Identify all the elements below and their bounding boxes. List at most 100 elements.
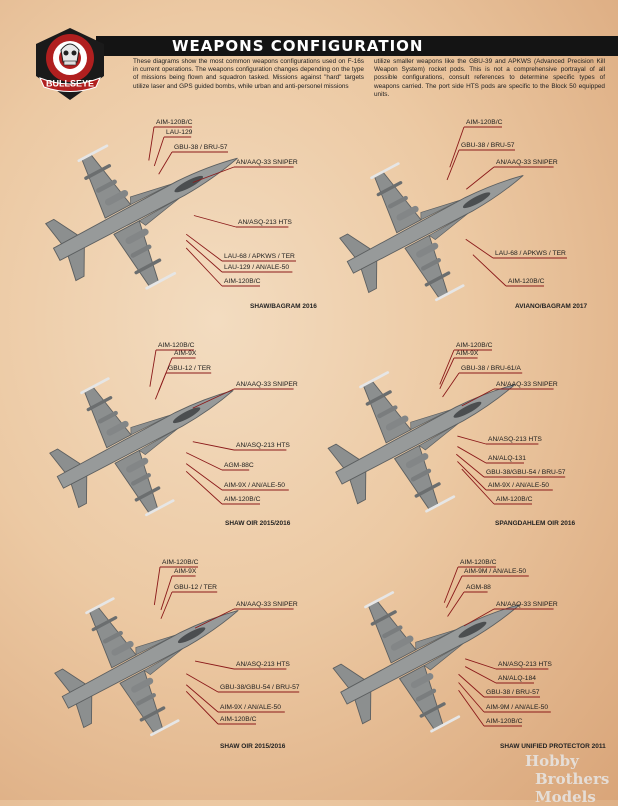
- weapon-label: LAU-129 / AN/ALE-50: [224, 264, 290, 271]
- weapon-label: AN/AAQ-33 SNIPER: [496, 381, 558, 388]
- weapon-label: AIM-9X: [174, 350, 197, 357]
- leader-line: [461, 388, 495, 407]
- weapon-label: GBU-38 / BRU-57: [174, 144, 228, 151]
- weapon-label: AIM-9X / AN/ALE-50: [488, 482, 549, 489]
- leader-line: [186, 452, 223, 471]
- leader-line: [458, 689, 485, 727]
- weapon-label: AIM-120B/C: [224, 496, 261, 503]
- leader-line: [185, 233, 223, 262]
- weapon-label: GBU-12 / TER: [174, 584, 217, 591]
- weapon-label: AN/AAQ-33 SNIPER: [496, 159, 558, 166]
- leader-line: [458, 682, 485, 713]
- logo-text: BULLSEYE: [46, 79, 94, 89]
- weapon-label: AN/AAQ-33 SNIPER: [236, 381, 298, 388]
- weapon-label: AIM-9M / AN/ALE-50: [486, 704, 549, 711]
- leader-line: [456, 453, 485, 478]
- leader-line: [186, 673, 219, 693]
- weapon-label: AIM-120B/C: [460, 559, 497, 566]
- leader-line: [192, 388, 235, 409]
- weapon-label: AIM-120B/C: [158, 342, 195, 349]
- leader-line: [185, 691, 219, 725]
- leader-line: [149, 349, 157, 387]
- weapon-label: GBU-38 / BRU-61/A: [461, 365, 521, 372]
- leader-line: [185, 471, 223, 505]
- leader-line: [192, 166, 235, 183]
- weapon-label: AIM-120B/C: [466, 119, 503, 126]
- leader-line: [194, 608, 235, 629]
- leader-line: [457, 435, 487, 445]
- leader-line: [185, 239, 223, 273]
- diagram-caption: SPANGDAHLEM OIR 2016: [495, 520, 576, 527]
- header-bar: [96, 36, 618, 56]
- intro-column-2: utilize smaller weapons like the GBU-39 …: [374, 58, 605, 98]
- diagram-caption: SHAW OIR 2015/2016: [225, 520, 291, 527]
- leader-line: [439, 357, 455, 389]
- watermark-line-1: Hobby: [525, 752, 579, 770]
- leader-line: [446, 575, 463, 608]
- weapon-label: AN/ASQ-213 HTS: [238, 219, 292, 226]
- diagram-caption: AVIANO/BAGRAM 2017: [515, 303, 588, 310]
- weapon-label: GBU-38/GBU-54 / BRU-57: [486, 469, 566, 476]
- leader-line: [446, 149, 460, 181]
- leader-line: [185, 463, 223, 491]
- weapon-label: GBU-38/GBU-54 / BRU-57: [220, 684, 300, 691]
- diagram-caption: SHAW/BAGRAM 2016: [250, 303, 317, 310]
- weapon-label: AN/ASQ-213 HTS: [488, 436, 542, 443]
- weapon-label: AIM-9X / AN/ALE-50: [220, 704, 281, 711]
- leader-line: [160, 591, 173, 619]
- leader-line: [439, 349, 455, 385]
- leader-line: [153, 136, 165, 167]
- leader-line: [185, 684, 219, 713]
- weapon-label: AIM-120B/C: [486, 718, 523, 725]
- weapon-label: AN/ALQ-184: [498, 675, 536, 682]
- weapon-label: AN/ALQ-131: [488, 455, 526, 462]
- leader-line: [457, 446, 487, 464]
- weapon-label: AIM-120B/C: [224, 278, 261, 285]
- intro-text: These diagrams show the most common weap…: [133, 58, 605, 99]
- leader-line: [158, 151, 173, 175]
- bullseye-logo: BULLSEYE: [36, 28, 104, 100]
- weapon-label: GBU-12 / TER: [168, 365, 211, 372]
- leader-line: [464, 666, 497, 684]
- weapon-label: AN/ASQ-213 HTS: [236, 442, 290, 449]
- weapon-label: AIM-9M / AN/ALE-50: [464, 568, 527, 575]
- weapon-label: AN/AAQ-33 SNIPER: [236, 159, 298, 166]
- weapon-label: AGM-88: [466, 584, 491, 591]
- leader-line: [148, 126, 155, 161]
- leader-line: [193, 215, 237, 228]
- leader-line: [472, 254, 507, 287]
- leader-line: [465, 658, 497, 670]
- leader-line: [443, 566, 459, 603]
- weapon-label: AIM-120B/C: [508, 278, 545, 285]
- leader-line: [185, 247, 223, 287]
- leader-line: [449, 126, 465, 168]
- leader-line: [192, 441, 235, 451]
- weapon-label: AIM-9X: [456, 350, 479, 357]
- weapon-label: AIM-120B/C: [456, 342, 493, 349]
- weapon-label: GBU-38 / BRU-57: [486, 689, 540, 696]
- leader-line: [442, 372, 460, 398]
- page-title: WEAPONS CONFIGURATION: [172, 37, 424, 55]
- weapon-label: LAU-68 / APKWS / TER: [495, 250, 566, 257]
- weapon-label: LAU-129: [166, 129, 193, 136]
- weapon-label: AIM-9X / AN/ALE-50: [224, 482, 285, 489]
- weapon-label: LAU-68 / APKWS / TER: [224, 253, 295, 260]
- leader-line: [458, 673, 485, 698]
- weapon-label: AN/AAQ-33 SNIPER: [496, 601, 558, 608]
- leader-line: [463, 608, 495, 627]
- weapon-label: AIM-120B/C: [156, 119, 193, 126]
- weapon-label: AIM-120B/C: [220, 716, 257, 723]
- watermark: Hobby Brothers Models: [525, 752, 615, 806]
- leader-line: [466, 166, 495, 190]
- weapon-label: AIM-9X: [174, 568, 197, 575]
- leader-line: [153, 566, 161, 606]
- leader-line: [160, 575, 173, 611]
- leader-line: [447, 591, 465, 617]
- weapon-label: AN/ASQ-213 HTS: [498, 661, 552, 668]
- weapon-label: GBU-38 / BRU-57: [461, 142, 515, 149]
- intro-column-1: These diagrams show the most common weap…: [133, 58, 364, 90]
- diagram-caption: SHAW UNIFIED PROTECTOR 2011: [500, 743, 606, 750]
- leader-line: [194, 660, 235, 670]
- weapon-label: AN/AAQ-33 SNIPER: [236, 601, 298, 608]
